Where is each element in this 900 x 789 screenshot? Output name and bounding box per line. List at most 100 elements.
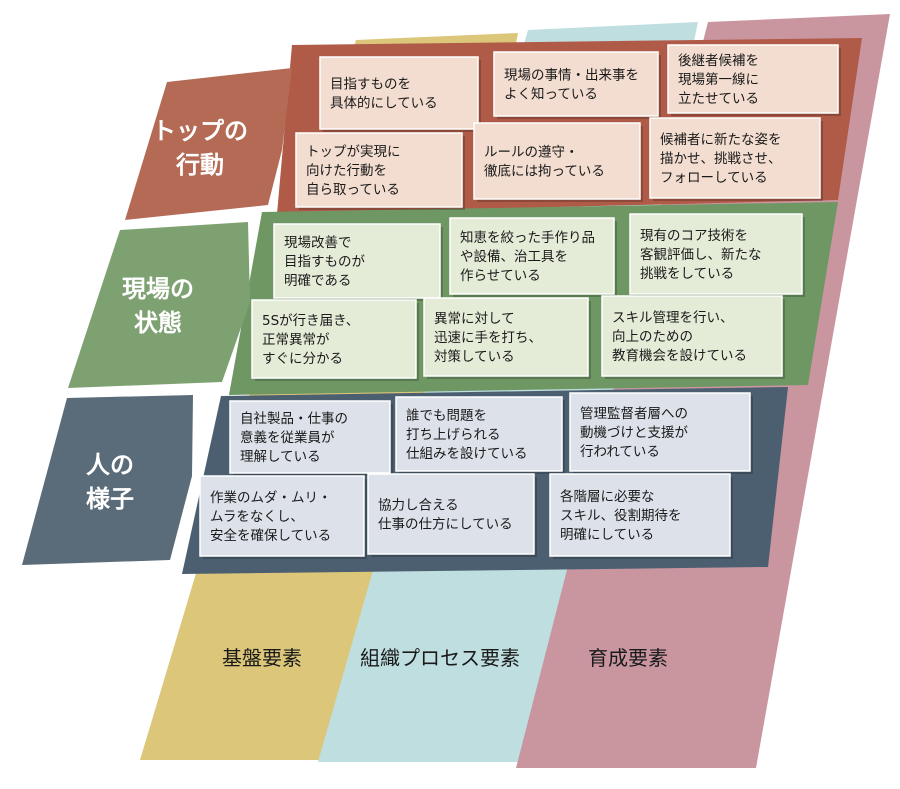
- card-box: [449, 217, 615, 295]
- card-text: 明確である: [284, 273, 351, 289]
- cells: 目指すものを具体的にしているトップが実現に向けた行動を自ら取っている現場の事情・…: [199, 44, 841, 559]
- card-text: すぐに分かる: [262, 351, 343, 367]
- card-text: 現場の事情・出来事を: [504, 68, 639, 84]
- card-text: 行われている: [580, 444, 660, 460]
- card-text: 管理監督者層への: [580, 405, 688, 422]
- card-text: 描かせ、挑戦させ、: [660, 151, 782, 167]
- column-labels: 基盤要素 組織プロセス要素 育成要素: [222, 646, 668, 670]
- card-text: 候補者に新たな姿を: [660, 132, 782, 148]
- card-text: 正常異常が: [262, 332, 330, 348]
- card-text: 意義を従業員が: [240, 429, 335, 446]
- card-text: 5Sが行き届き、: [262, 313, 359, 329]
- row-label-text: 状態: [134, 309, 182, 337]
- card-text: 自社製品・仕事の: [240, 411, 348, 427]
- card-box: [367, 473, 535, 555]
- card-text: トップが実現に: [306, 144, 401, 160]
- card-box: [629, 213, 803, 295]
- card-box: [199, 475, 365, 557]
- card-text: 安全を確保している: [210, 527, 331, 544]
- card-box: [569, 392, 751, 472]
- card-text: 理解している: [240, 449, 321, 465]
- card-text: 各階層に必要な: [560, 489, 655, 505]
- card-text: 客観評価し、新たな: [640, 246, 762, 263]
- card-box: [473, 122, 641, 200]
- card-text: 具体的にしている: [330, 96, 438, 112]
- card-text: 現有のコア技術を: [640, 228, 748, 244]
- card-text: 現場改善で: [284, 235, 352, 251]
- card-box: [229, 400, 391, 474]
- card-text: 誰でも問題を: [406, 408, 487, 424]
- card-text: 向けた行動を: [306, 163, 387, 179]
- card-text: 迅速に手を打ち、: [434, 329, 542, 346]
- column-label-3: 育成要素: [588, 646, 668, 670]
- row-label-text: 現場の: [122, 275, 194, 303]
- card-box: [251, 299, 417, 379]
- card-box: [667, 44, 839, 114]
- card-text: 知恵を絞った手作り品: [460, 229, 595, 246]
- card-text: 仕組みを設けている: [406, 446, 528, 462]
- card-text: 対策している: [434, 348, 515, 365]
- card-text: ムラをなくし、: [210, 509, 304, 525]
- card-text: 目指すものを: [330, 77, 411, 93]
- card-box: [273, 223, 441, 299]
- row-label-text: トップの: [152, 117, 248, 145]
- card-text: よく知っている: [504, 86, 598, 103]
- card-text: 異常に対して: [434, 311, 515, 327]
- card-text: 挑戦をしている: [640, 266, 734, 282]
- card-text: 現場第一線に: [678, 71, 759, 88]
- card-text: 仕事の仕方にしている: [378, 517, 513, 533]
- card-text: フォローしている: [660, 170, 768, 186]
- card-text: スキル、役割期待を: [560, 507, 682, 524]
- row-label-text: 様子: [86, 485, 134, 513]
- card-box: [649, 117, 821, 199]
- card-box: [295, 132, 463, 208]
- row-label-text: 人の: [86, 451, 134, 479]
- column-label-1: 基盤要素: [222, 646, 302, 670]
- card-text: 向上のための: [612, 329, 693, 345]
- cell-r3-c1-bottom: 作業のムダ・ムリ・ムラをなくし、安全を確保している: [199, 475, 367, 559]
- column-label-2: 組織プロセス要素: [360, 646, 520, 670]
- card-text: 協力し合える: [378, 498, 459, 514]
- card-text: 目指すものが: [284, 254, 365, 270]
- card-box: [319, 56, 479, 130]
- row-label-shape: [125, 68, 292, 220]
- cell-r1-c2-bottom: ルールの遵守・徹底には拘っている: [473, 122, 643, 202]
- card-text: ルールの遵守・: [484, 144, 579, 161]
- card-text: 徹底には拘っている: [484, 164, 605, 180]
- card-box: [601, 295, 783, 377]
- card-box: [423, 297, 589, 377]
- card-text: 後継者候補を: [678, 53, 759, 69]
- card-box: [395, 396, 563, 472]
- card-text: 教育機会を設けている: [612, 348, 747, 364]
- card-text: 動機づけと支援が: [580, 425, 688, 441]
- card-text: 自ら取っている: [306, 182, 400, 198]
- card-text: スキル管理を行い、: [612, 310, 734, 326]
- card-text: や設備、治工具を: [460, 249, 568, 265]
- card-text: 立たせている: [678, 91, 759, 107]
- card-text: 打ち上げられる: [406, 426, 501, 443]
- card-text: 作らせている: [460, 268, 541, 284]
- card-box: [493, 51, 659, 117]
- card-text: 明確にしている: [560, 527, 654, 543]
